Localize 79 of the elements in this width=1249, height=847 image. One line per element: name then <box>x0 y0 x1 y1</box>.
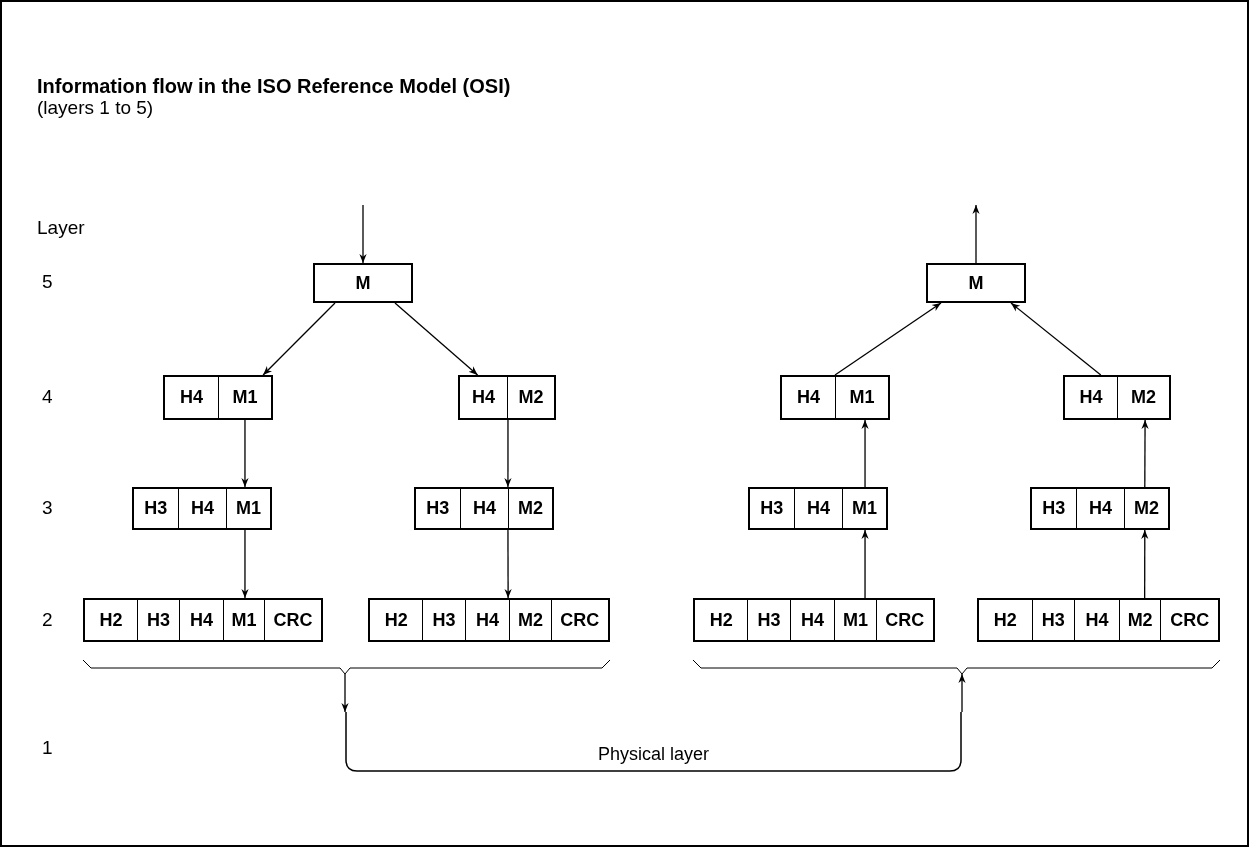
layer-number: 3 <box>42 497 53 519</box>
layer-number: 2 <box>42 609 53 631</box>
packet-frame <box>458 375 556 420</box>
header-field: H3 <box>134 489 178 528</box>
arrow <box>861 419 869 488</box>
arrow <box>504 419 512 488</box>
arrow <box>958 673 966 713</box>
header-field: H4 <box>460 377 507 418</box>
header-field: M2 <box>508 489 552 528</box>
header-field: H3 <box>136 600 179 640</box>
header-field: H4 <box>177 489 227 528</box>
header-field: CRC <box>1160 600 1218 640</box>
header-field: CRC <box>264 600 321 640</box>
header-field: H4 <box>789 600 835 640</box>
header-field: M <box>315 265 411 301</box>
header-field: H4 <box>165 377 218 418</box>
header-field: H4 <box>782 377 835 418</box>
header-field: M1 <box>834 600 876 640</box>
header-field: M1 <box>226 489 270 528</box>
header-field: M1 <box>835 377 888 418</box>
header-field: H3 <box>747 600 790 640</box>
header-field: CRC <box>875 600 933 640</box>
header-field: M2 <box>1117 377 1169 418</box>
arrow <box>359 204 367 264</box>
header-field: H4 <box>1065 377 1117 418</box>
packet-frame <box>368 598 610 642</box>
arrow <box>1141 419 1149 488</box>
arrow <box>241 419 249 488</box>
arrow <box>504 529 512 599</box>
packet-frame <box>780 375 890 420</box>
header-field: M2 <box>1118 600 1161 640</box>
header-field: H4 <box>459 489 509 528</box>
packet-frame <box>977 598 1220 642</box>
arrow <box>834 302 942 376</box>
header-field: M1 <box>842 489 886 528</box>
header-field: H4 <box>793 489 843 528</box>
packet-frame <box>414 487 554 530</box>
header-field: CRC <box>550 600 608 640</box>
header-field: M2 <box>509 600 551 640</box>
layer-number: 5 <box>42 271 53 293</box>
arrow <box>972 204 980 264</box>
header-field: H4 <box>1074 600 1119 640</box>
header-field: H4 <box>179 600 224 640</box>
packet-frame <box>163 375 273 420</box>
header-field: H3 <box>1031 600 1075 640</box>
packet-frame <box>748 487 888 530</box>
header-field: H3 <box>422 600 465 640</box>
arrow <box>861 529 869 599</box>
layer-label: Physical layer <box>596 744 710 765</box>
diagram-title: Information flow in the ISO Reference Model (OSI) <box>37 75 511 98</box>
subtitle: (layers 1 to 5) <box>37 97 154 119</box>
packet-frame <box>1063 375 1171 420</box>
packet-frame <box>1030 487 1170 530</box>
header-field: H2 <box>695 600 748 640</box>
header-field: M1 <box>223 600 265 640</box>
header-field: H4 <box>1075 489 1125 528</box>
header-field: H3 <box>750 489 794 528</box>
layer-number: 4 <box>42 386 53 408</box>
packet-frame <box>83 598 323 642</box>
header-field: M1 <box>218 377 271 418</box>
header-field: M2 <box>507 377 554 418</box>
header-field: H2 <box>370 600 423 640</box>
header-field: M2 <box>1124 489 1168 528</box>
header-field: H4 <box>464 600 510 640</box>
arrow <box>1010 302 1102 376</box>
arrow <box>1141 529 1149 599</box>
arrow <box>262 302 336 376</box>
header-field: M <box>928 265 1024 301</box>
header-field: H2 <box>85 600 137 640</box>
header-field: H3 <box>1032 489 1076 528</box>
header-field: H3 <box>416 489 460 528</box>
axis-heading: Layer <box>37 217 85 239</box>
packet-frame <box>132 487 272 530</box>
header-field: H2 <box>979 600 1032 640</box>
packet-frame <box>693 598 935 642</box>
layer-number: 1 <box>42 737 53 759</box>
arrow <box>341 673 349 713</box>
arrow <box>241 529 249 599</box>
arrow <box>394 302 479 376</box>
